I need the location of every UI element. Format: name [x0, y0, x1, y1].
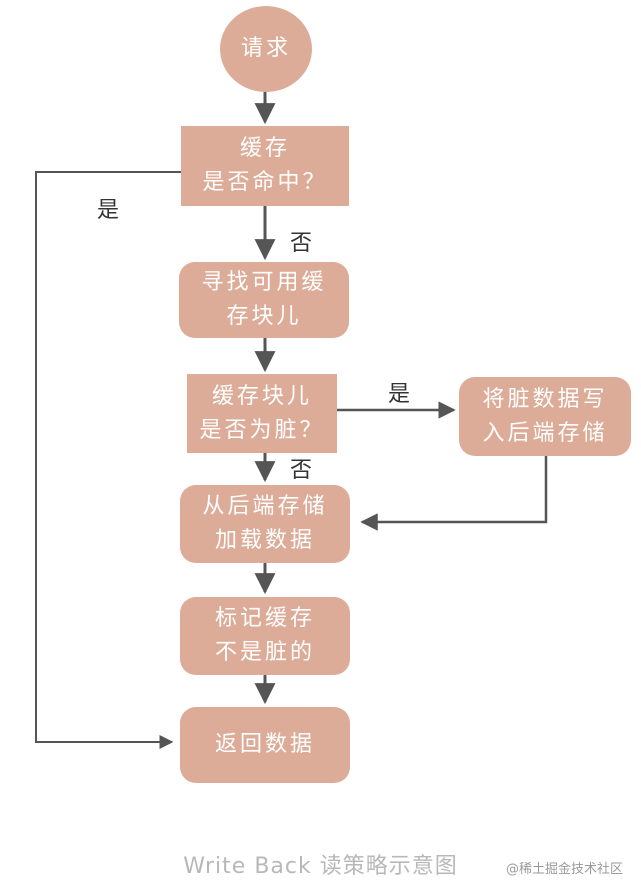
- node-return-data-label: 返回数据: [214, 732, 315, 757]
- label-dirty-no: 否: [290, 458, 313, 483]
- node-load-backend: 从后端存储 加载数据: [180, 485, 350, 563]
- node-find-block: 寻找可用缓 存块儿: [179, 262, 349, 338]
- label-dirty-yes: 是: [388, 382, 411, 407]
- node-load-backend-label: 从后端存储 加载数据: [202, 494, 328, 553]
- node-find-block-label: 寻找可用缓 存块儿: [201, 270, 327, 329]
- node-return-data: 返回数据: [180, 707, 350, 783]
- edge-cache-hit-yes: [35, 171, 181, 749]
- label-hit-yes: 是: [97, 198, 120, 223]
- node-request-label: 请求: [240, 36, 291, 61]
- watermark: @稀土掘金技术社区: [505, 862, 623, 877]
- diagram-caption: Write Back 读策略示意图: [183, 854, 458, 879]
- node-write-backend: 将脏数据写 入后端存储: [459, 377, 631, 456]
- node-request: 请求: [220, 6, 312, 92]
- node-block-dirty-label: 缓存块儿 是否为脏？: [199, 383, 325, 443]
- node-write-backend-label: 将脏数据写 入后端存储: [482, 386, 608, 446]
- node-mark-clean: 标记缓存 不是脏的: [180, 597, 350, 675]
- node-mark-clean-label: 标记缓存 不是脏的: [214, 606, 315, 665]
- node-cache-hit-label: 缓存 是否命中？: [202, 136, 328, 195]
- node-block-dirty: 缓存块儿 是否为脏？: [187, 374, 337, 453]
- node-cache-hit: 缓存 是否命中？: [181, 126, 349, 206]
- label-hit-no: 否: [290, 231, 313, 256]
- edge-write-to-load: [360, 456, 548, 531]
